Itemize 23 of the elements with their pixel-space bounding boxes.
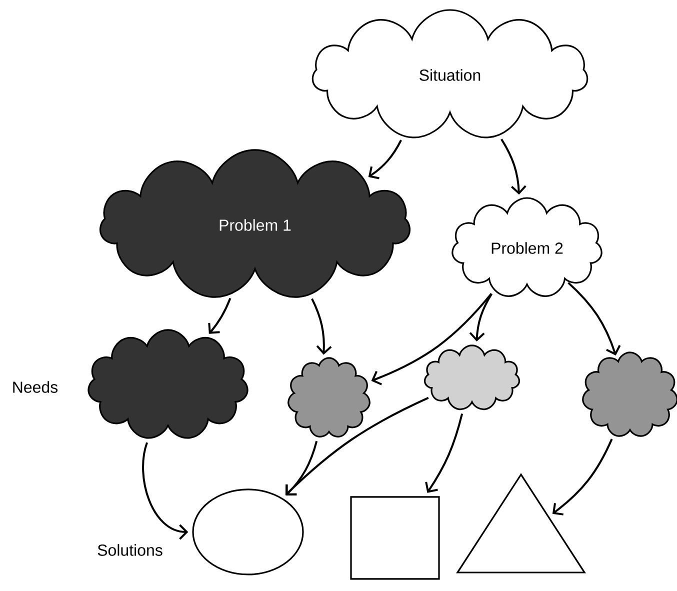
- cloud-shape: [288, 357, 370, 438]
- arrow: [142, 442, 188, 540]
- row-label: Needs: [13, 381, 58, 393]
- cloud: Problem 2: [452, 197, 602, 297]
- cloud: Problem 1: [99, 149, 411, 298]
- arrow: [208, 298, 232, 334]
- arrow: [368, 140, 402, 180]
- cloud-shape: [88, 329, 248, 439]
- arrow: [311, 298, 332, 355]
- arrow: [568, 282, 621, 356]
- square-shape: [350, 496, 440, 580]
- circle-shape: [192, 488, 304, 576]
- cloud-shape: [424, 344, 520, 410]
- arrow: [425, 414, 464, 493]
- cloud-shape: [582, 352, 677, 437]
- row-label: Solutions: [98, 544, 162, 556]
- arrow: [500, 138, 526, 195]
- cloud: Situation: [312, 9, 588, 138]
- arrow: [552, 438, 613, 516]
- arrow: [371, 293, 492, 386]
- arrow: [286, 440, 318, 496]
- arrow: [285, 396, 429, 496]
- arrow: [469, 293, 493, 342]
